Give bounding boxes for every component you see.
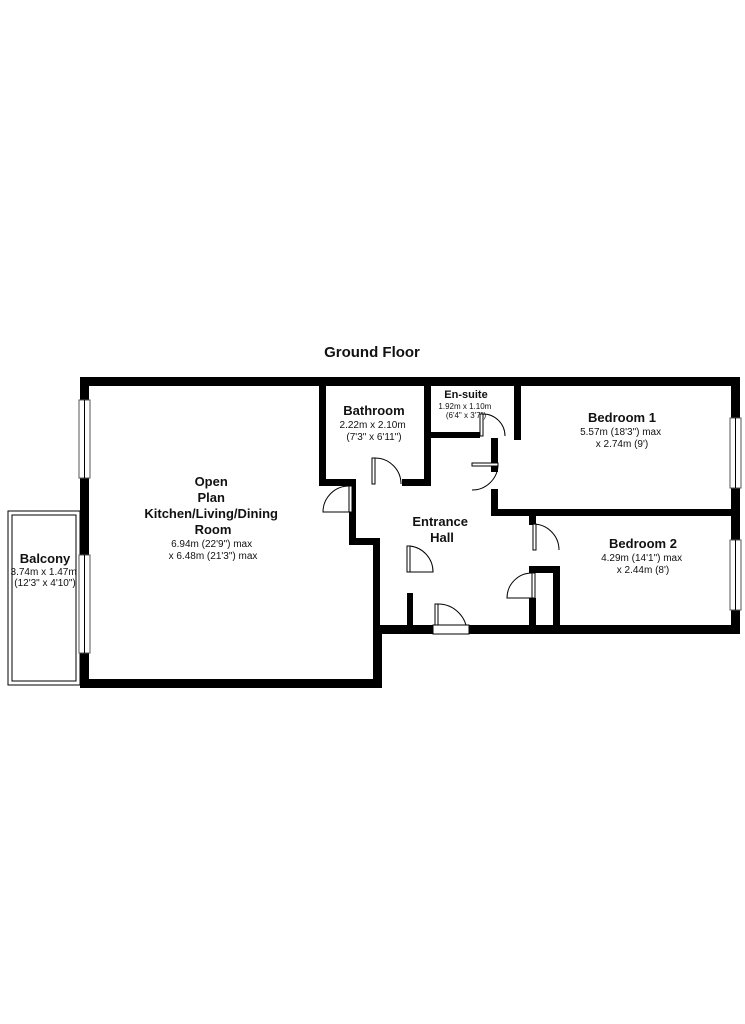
open-plan-name-line: Room — [195, 522, 232, 537]
ensuite-dim-line: (6'4" x 3'7") — [446, 411, 487, 420]
doors — [322, 413, 560, 635]
interior-walls — [319, 377, 740, 634]
ensuite-name: En-suite — [444, 389, 487, 401]
door-bedroom-2-cupboard — [506, 572, 536, 599]
bedroom-2-dim-line: 4.29m (14'1") max — [601, 553, 682, 564]
door-ensuite — [479, 413, 506, 437]
ensuite-dim-line: 1.92m x 1.10m — [438, 402, 491, 411]
bedroom-1-dimensions: 5.57m (18'3") max x 2.74m (9') — [580, 427, 664, 450]
open-plan-dimensions: 6.94m (22'9") max x 6.48m (21'3") max — [169, 539, 258, 562]
bathroom-dim-line: 2.22m x 2.10m — [340, 420, 406, 431]
hall-name-line: Hall — [430, 530, 454, 545]
bedroom-2-name: Bedroom 2 — [609, 536, 677, 551]
door-entrance — [432, 603, 470, 635]
bathroom-name: Bathroom — [343, 403, 404, 418]
bathroom-dimensions: 2.22m x 2.10m (7'3" x 6'11") — [340, 420, 409, 443]
bedroom-1-dim-line: 5.57m (18'3") max — [580, 427, 661, 438]
balcony-name: Balcony — [20, 551, 71, 566]
open-plan-name: Open Plan Kitchen/Living/Dining Room — [144, 474, 281, 537]
open-plan-name-line: Open — [195, 474, 228, 489]
balcony — [7, 510, 85, 686]
open-plan-name-line: Kitchen/Living/Dining — [144, 506, 278, 521]
bathroom-dim-line: (7'3" x 6'11") — [346, 432, 401, 443]
balcony-dim-line: (12'3" x 4'10") — [14, 578, 76, 589]
open-plan-dim-line: 6.94m (22'9") max — [171, 539, 252, 550]
balcony-dim-line: 3.74m x 1.47m — [11, 567, 77, 578]
door-hall-cupboard — [406, 545, 434, 573]
door-bedroom-2 — [532, 523, 560, 551]
bedroom-2-dim-line: x 2.44m (8') — [617, 565, 669, 576]
room-labels: Open Plan Kitchen/Living/Dining Room 6.9… — [11, 389, 685, 589]
bedroom-1-name: Bedroom 1 — [588, 410, 656, 425]
hall-name: Entrance Hall — [412, 514, 471, 545]
door-open-plan — [322, 485, 353, 513]
bedroom-1-dim-line: x 2.74m (9') — [596, 439, 648, 450]
door-bathroom — [371, 457, 402, 485]
bedroom-2-dimensions: 4.29m (14'1") max x 2.44m (8') — [601, 553, 685, 576]
open-plan-name-line: Plan — [197, 490, 225, 505]
door-bedroom-1 — [471, 462, 499, 491]
ensuite-dimensions: 1.92m x 1.10m (6'4" x 3'7") — [438, 402, 493, 420]
windows — [78, 399, 742, 654]
open-plan-dim-line: x 6.48m (21'3") max — [169, 551, 258, 562]
floor-title: Ground Floor — [324, 344, 420, 361]
hall-name-line: Entrance — [412, 514, 468, 529]
balcony-dimensions: 3.74m x 1.47m (12'3" x 4'10") — [11, 567, 80, 589]
